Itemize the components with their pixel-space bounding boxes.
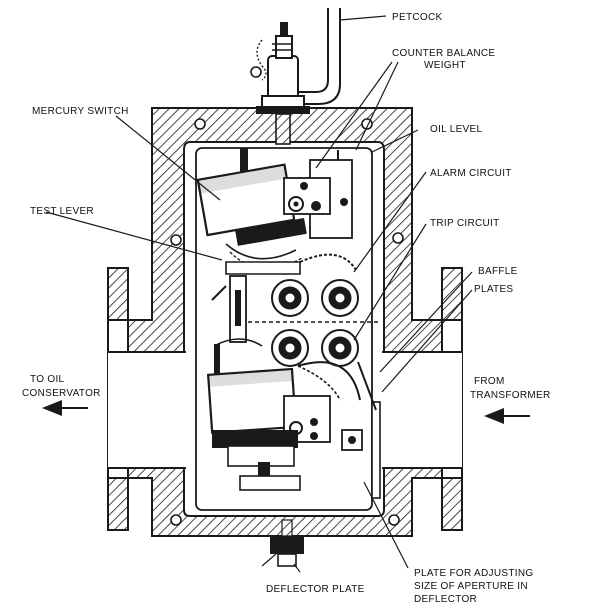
label-alarm-circuit: ALARM CIRCUIT: [430, 168, 512, 179]
label-mercury-switch: MERCURY SWITCH: [32, 106, 129, 117]
label-baffle: BAFFLE: [478, 266, 518, 277]
relay-casing: [107, 107, 463, 537]
bottom-drain-plug: [270, 519, 304, 567]
label-counter-balance: COUNTER BALANCE: [392, 48, 495, 59]
label-from: FROM: [474, 376, 505, 387]
label-plate-adjusting-3: DEFLECTOR: [414, 594, 477, 605]
leader-lines: [45, 15, 473, 573]
label-plates: PLATES: [474, 284, 513, 295]
terminal-bushings: [271, 279, 359, 367]
label-plate-adjusting-2: SIZE OF APERTURE IN: [414, 581, 528, 592]
label-petcock: PETCOCK: [392, 12, 442, 23]
labels: PETCOCK COUNTER BALANCE WEIGHT MERCURY S…: [22, 12, 551, 605]
inlet-channel-right: [380, 352, 462, 468]
label-deflector-plate: DEFLECTOR PLATE: [266, 584, 365, 595]
inlet-channel-left: [108, 352, 188, 468]
flow-arrows: [42, 400, 530, 424]
label-plate-adjusting-1: PLATE FOR ADJUSTING: [414, 568, 533, 579]
label-trip-circuit: TRIP CIRCUIT: [430, 218, 500, 229]
petcock: [250, 8, 341, 145]
label-to-oil: TO OIL: [30, 374, 65, 385]
label-transformer: TRANSFORMER: [470, 390, 551, 401]
label-counter-balance-weight: WEIGHT: [424, 60, 466, 71]
lower-float-switch: [206, 344, 381, 499]
label-test-lever: TEST LEVER: [30, 206, 94, 217]
label-oil-level: OIL LEVEL: [430, 124, 482, 135]
label-conservator: CONSERVATOR: [22, 388, 101, 399]
test-lever: [211, 275, 247, 343]
upper-float-switch: [196, 148, 357, 275]
